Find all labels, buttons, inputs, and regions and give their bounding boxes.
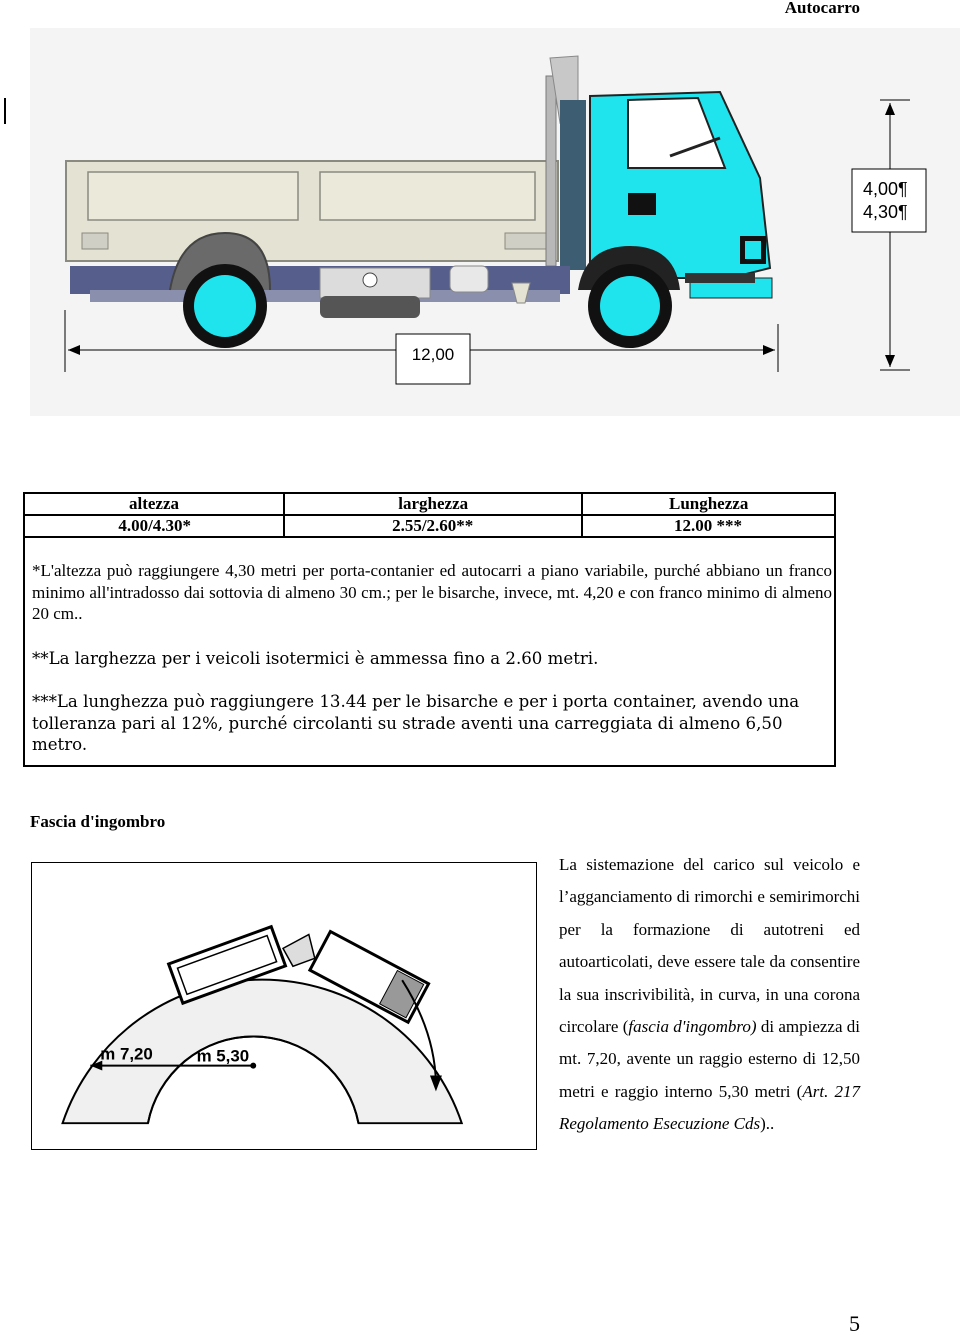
- page-header-title: Autocarro: [784, 0, 860, 17]
- height-label-2: 4,30¶: [863, 202, 908, 222]
- fascia-description: La sistemazione del carico sul veicolo e…: [559, 849, 860, 1141]
- fascia-ingombro-diagram: m 7,20 m 5,30: [31, 862, 537, 1150]
- table-row: 4.00/4.30* 2.55/2.60** 12.00 ***: [22, 514, 836, 538]
- text-cursor-mark: [4, 98, 6, 124]
- truck-illustration: 12,00 4,00¶ 4,30¶: [30, 28, 960, 416]
- outer-radius-label: m 7,20: [100, 1045, 153, 1064]
- page-number: 5: [849, 1311, 860, 1336]
- notes-box: *L'altezza può raggiungere 4,30 metri pe…: [23, 538, 836, 767]
- length-label: 12,00: [412, 345, 455, 364]
- note-lunghezza: ***La lunghezza può raggiungere 13.44 pe…: [32, 692, 800, 754]
- value-larghezza: 2.55/2.60**: [283, 514, 584, 538]
- height-label-1: 4,00¶: [863, 179, 908, 199]
- header-larghezza: larghezza: [283, 492, 584, 516]
- fascia-text-part3: )..: [760, 1114, 775, 1134]
- dimensions-table: altezza larghezza Lunghezza 4.00/4.30* 2…: [22, 492, 836, 538]
- table-header-row: altezza larghezza Lunghezza: [22, 492, 836, 516]
- fascia-text-italic1: fascia d'ingombro): [628, 1017, 757, 1037]
- header-lunghezza: Lunghezza: [581, 492, 836, 516]
- value-altezza: 4.00/4.30*: [22, 514, 286, 538]
- value-lunghezza: 12.00 ***: [581, 514, 836, 538]
- inner-radius-label: m 5,30: [197, 1047, 250, 1066]
- note-larghezza: **La larghezza per i veicoli isotermici …: [32, 649, 599, 668]
- header-altezza: altezza: [22, 492, 286, 516]
- section-heading: Fascia d'ingombro: [30, 812, 166, 831]
- fascia-text-italic2: Art. 217 Regolamento Esecuzione Cds: [559, 1081, 860, 1134]
- fascia-text-part1: La sistemazione del carico sul veicolo e…: [559, 855, 860, 1037]
- note-altezza: *L'altezza può raggiungere 4,30 metri pe…: [32, 561, 832, 623]
- fascia-text-part2: di ampiezza di mt. 7,20, avente un raggi…: [559, 1017, 860, 1101]
